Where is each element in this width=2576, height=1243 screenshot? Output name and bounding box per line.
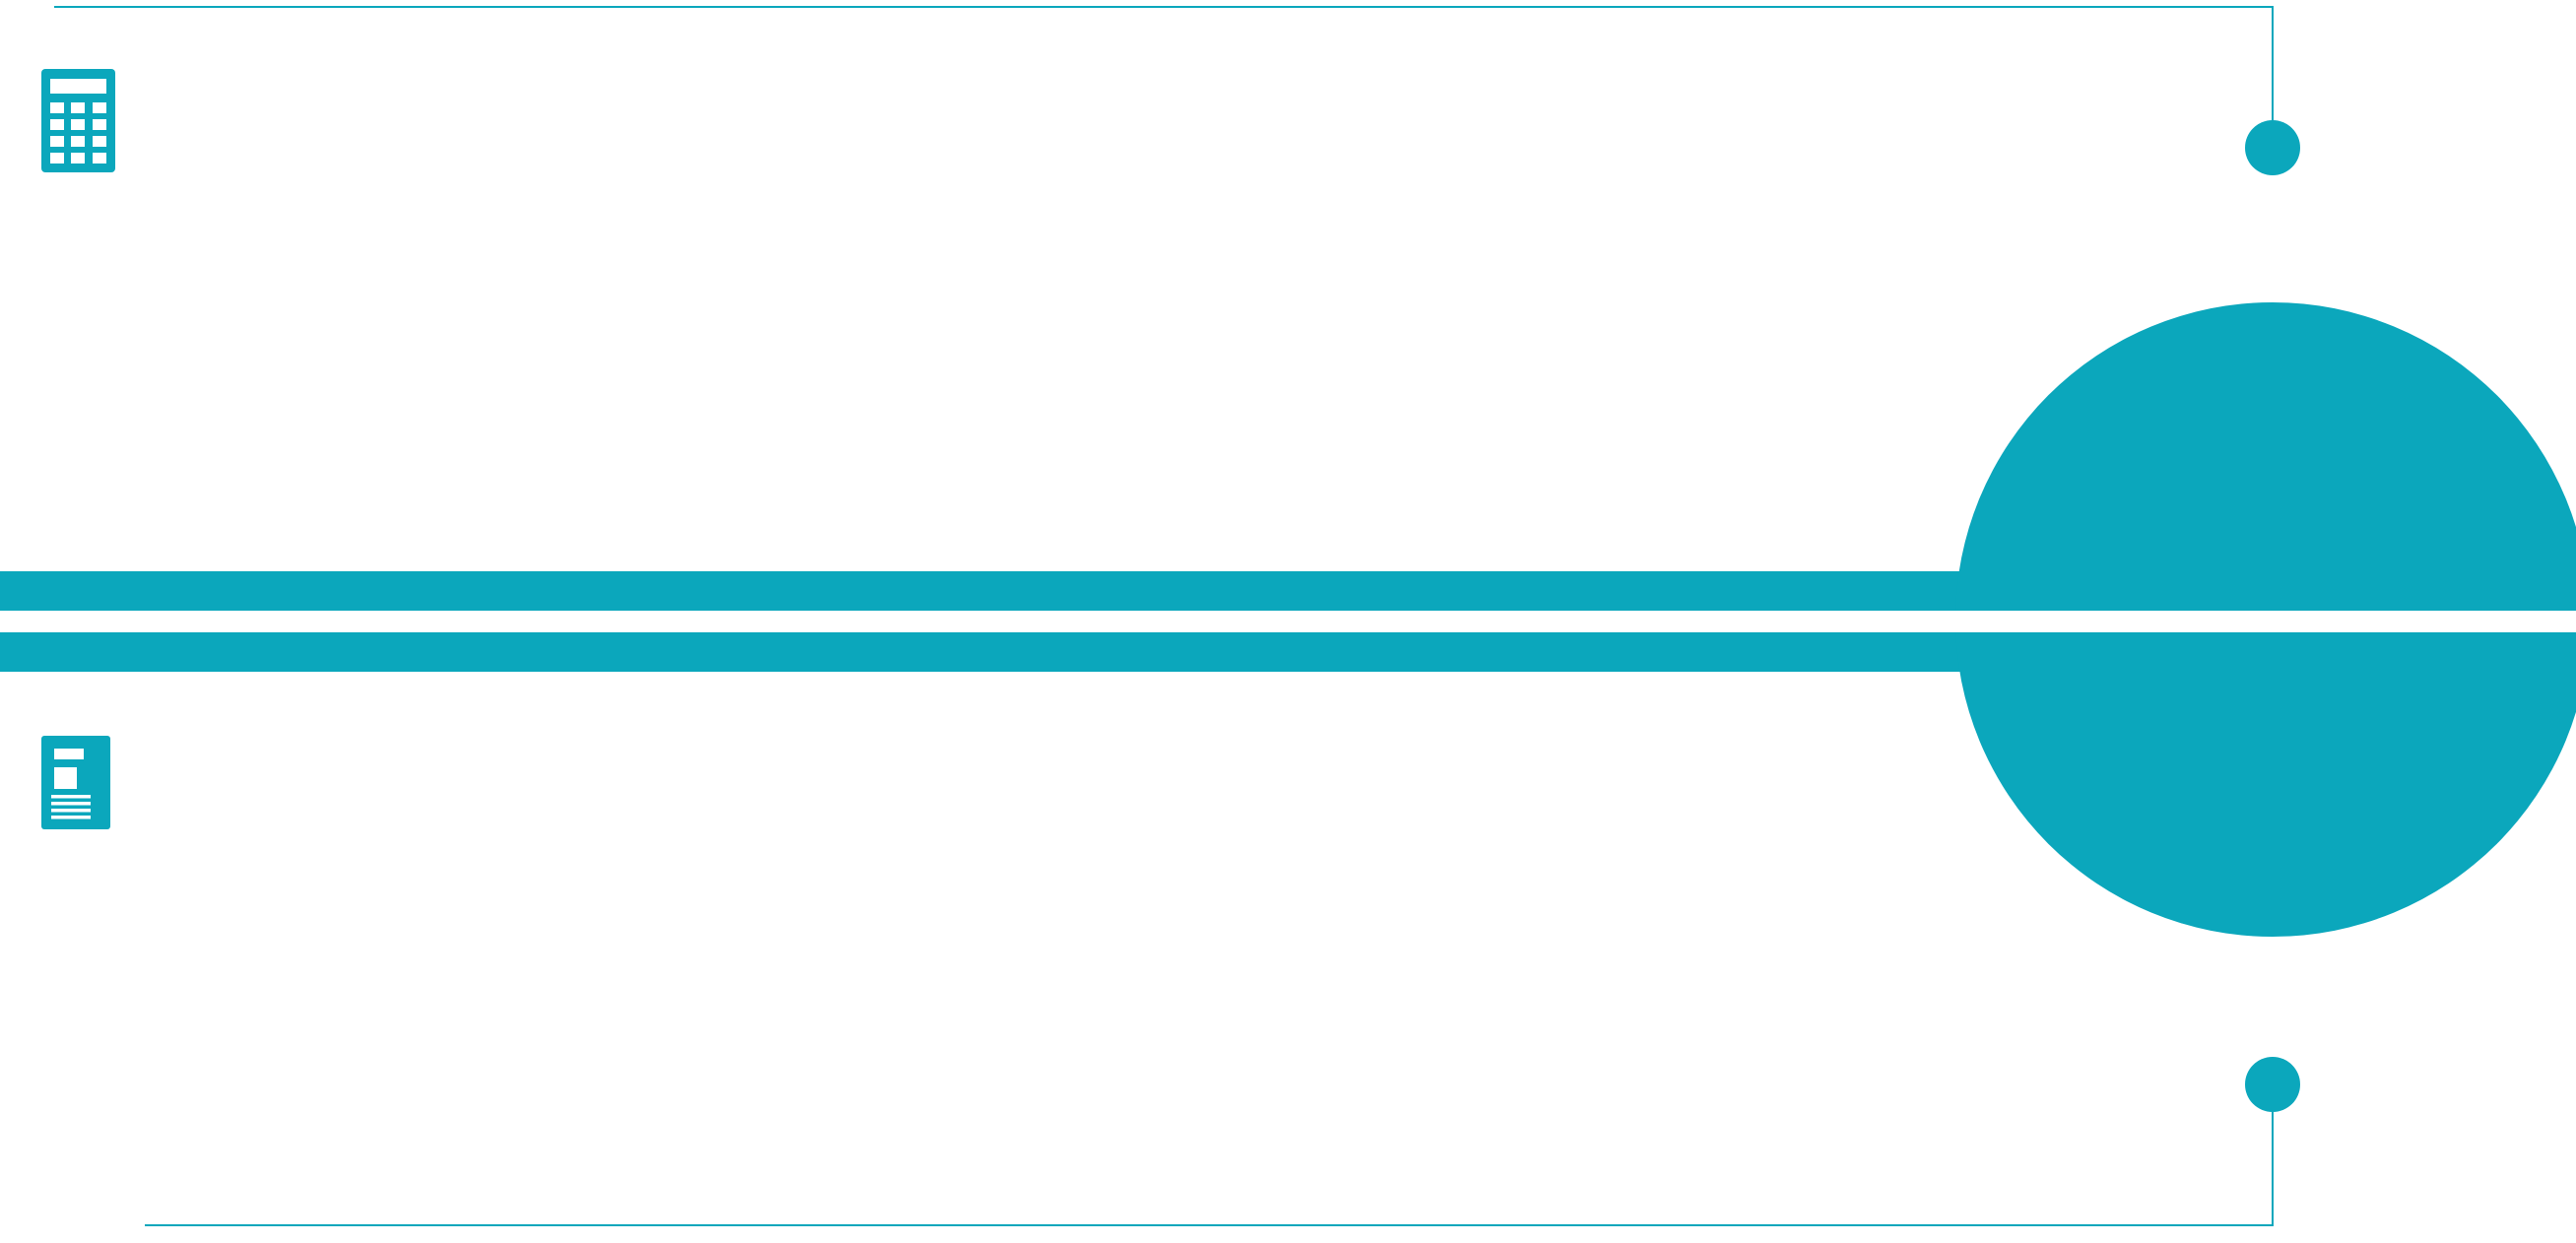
top-connector-dot [2245,120,2300,175]
bottom-frame-horizontal-line [145,1224,2274,1226]
top-frame-vertical-line [2272,6,2274,120]
calculator-icon [41,69,115,172]
lower-divider-bar [0,632,1990,672]
report-icon [41,736,110,829]
top-frame-horizontal-line [54,6,2274,8]
bottom-frame-vertical-line [2272,1112,2274,1226]
circle-divider-gap [1955,611,2576,632]
bottom-connector-dot [2245,1057,2300,1112]
upper-divider-bar [0,571,1990,611]
